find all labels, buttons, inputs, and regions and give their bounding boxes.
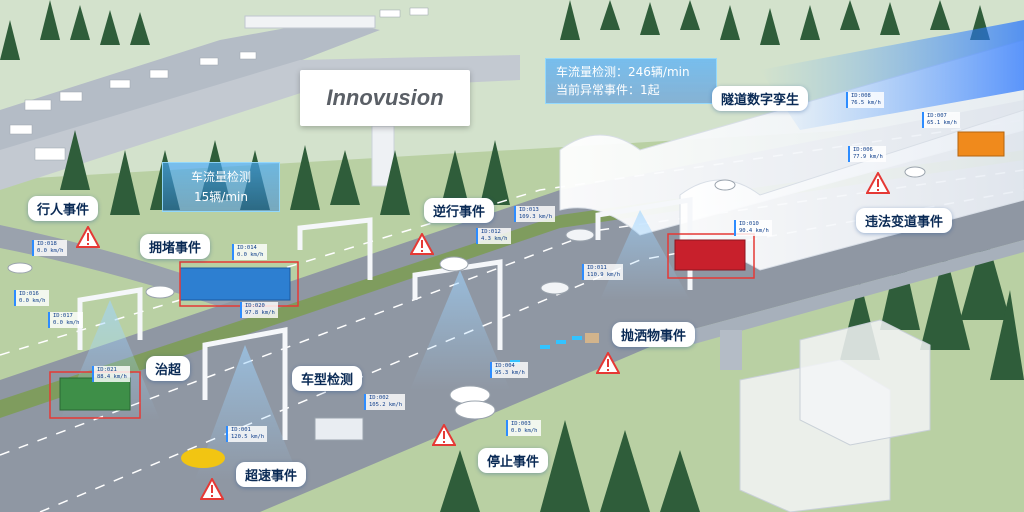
tag-vehicle-type: 车型检测 [292, 366, 363, 391]
tag-debris: 抛洒物事件 [612, 322, 696, 347]
warning-icon [76, 226, 100, 248]
tag-lane-change: 违法变道事件 [856, 208, 953, 233]
tag-pedestrian: 行人事件 [28, 196, 99, 221]
vehicles [7, 131, 1005, 468]
tag-congestion: 拥堵事件 [140, 234, 211, 259]
buildings [739, 319, 931, 512]
warning-icon [200, 478, 224, 500]
bridge-deck-edge [690, 240, 1024, 344]
distant-road-2 [0, 55, 520, 190]
warning-icon [866, 172, 890, 194]
local-flow-title: 车流量检测 [190, 170, 251, 184]
tag-wrong-way: 逆行事件 [424, 198, 495, 223]
innovusion-logo: Innovusion [300, 70, 470, 126]
tag-overtake: 治超 [146, 356, 191, 381]
tag-stop: 停止事件 [478, 448, 549, 473]
abnormal-count-text: 当前异常事件：1起 [556, 83, 660, 97]
distant-trucks [9, 7, 429, 161]
total-flow-panel: 车流量检测：246辆/min 当前异常事件：1起 [545, 58, 717, 104]
local-flow-panel: 车流量检测 15辆/min [162, 162, 280, 212]
warning-icon [596, 352, 620, 374]
local-flow-value: 15辆/min [194, 190, 248, 204]
total-flow-text: 车流量检测：246辆/min [556, 65, 690, 79]
warning-icon [410, 233, 434, 255]
bridge-pier [720, 330, 742, 370]
tag-speeding: 超速事件 [236, 462, 307, 487]
warning-icon [432, 424, 456, 446]
tag-tunnel-twin: 隧道数字孪生 [712, 86, 809, 111]
toll-canopy [244, 15, 376, 29]
